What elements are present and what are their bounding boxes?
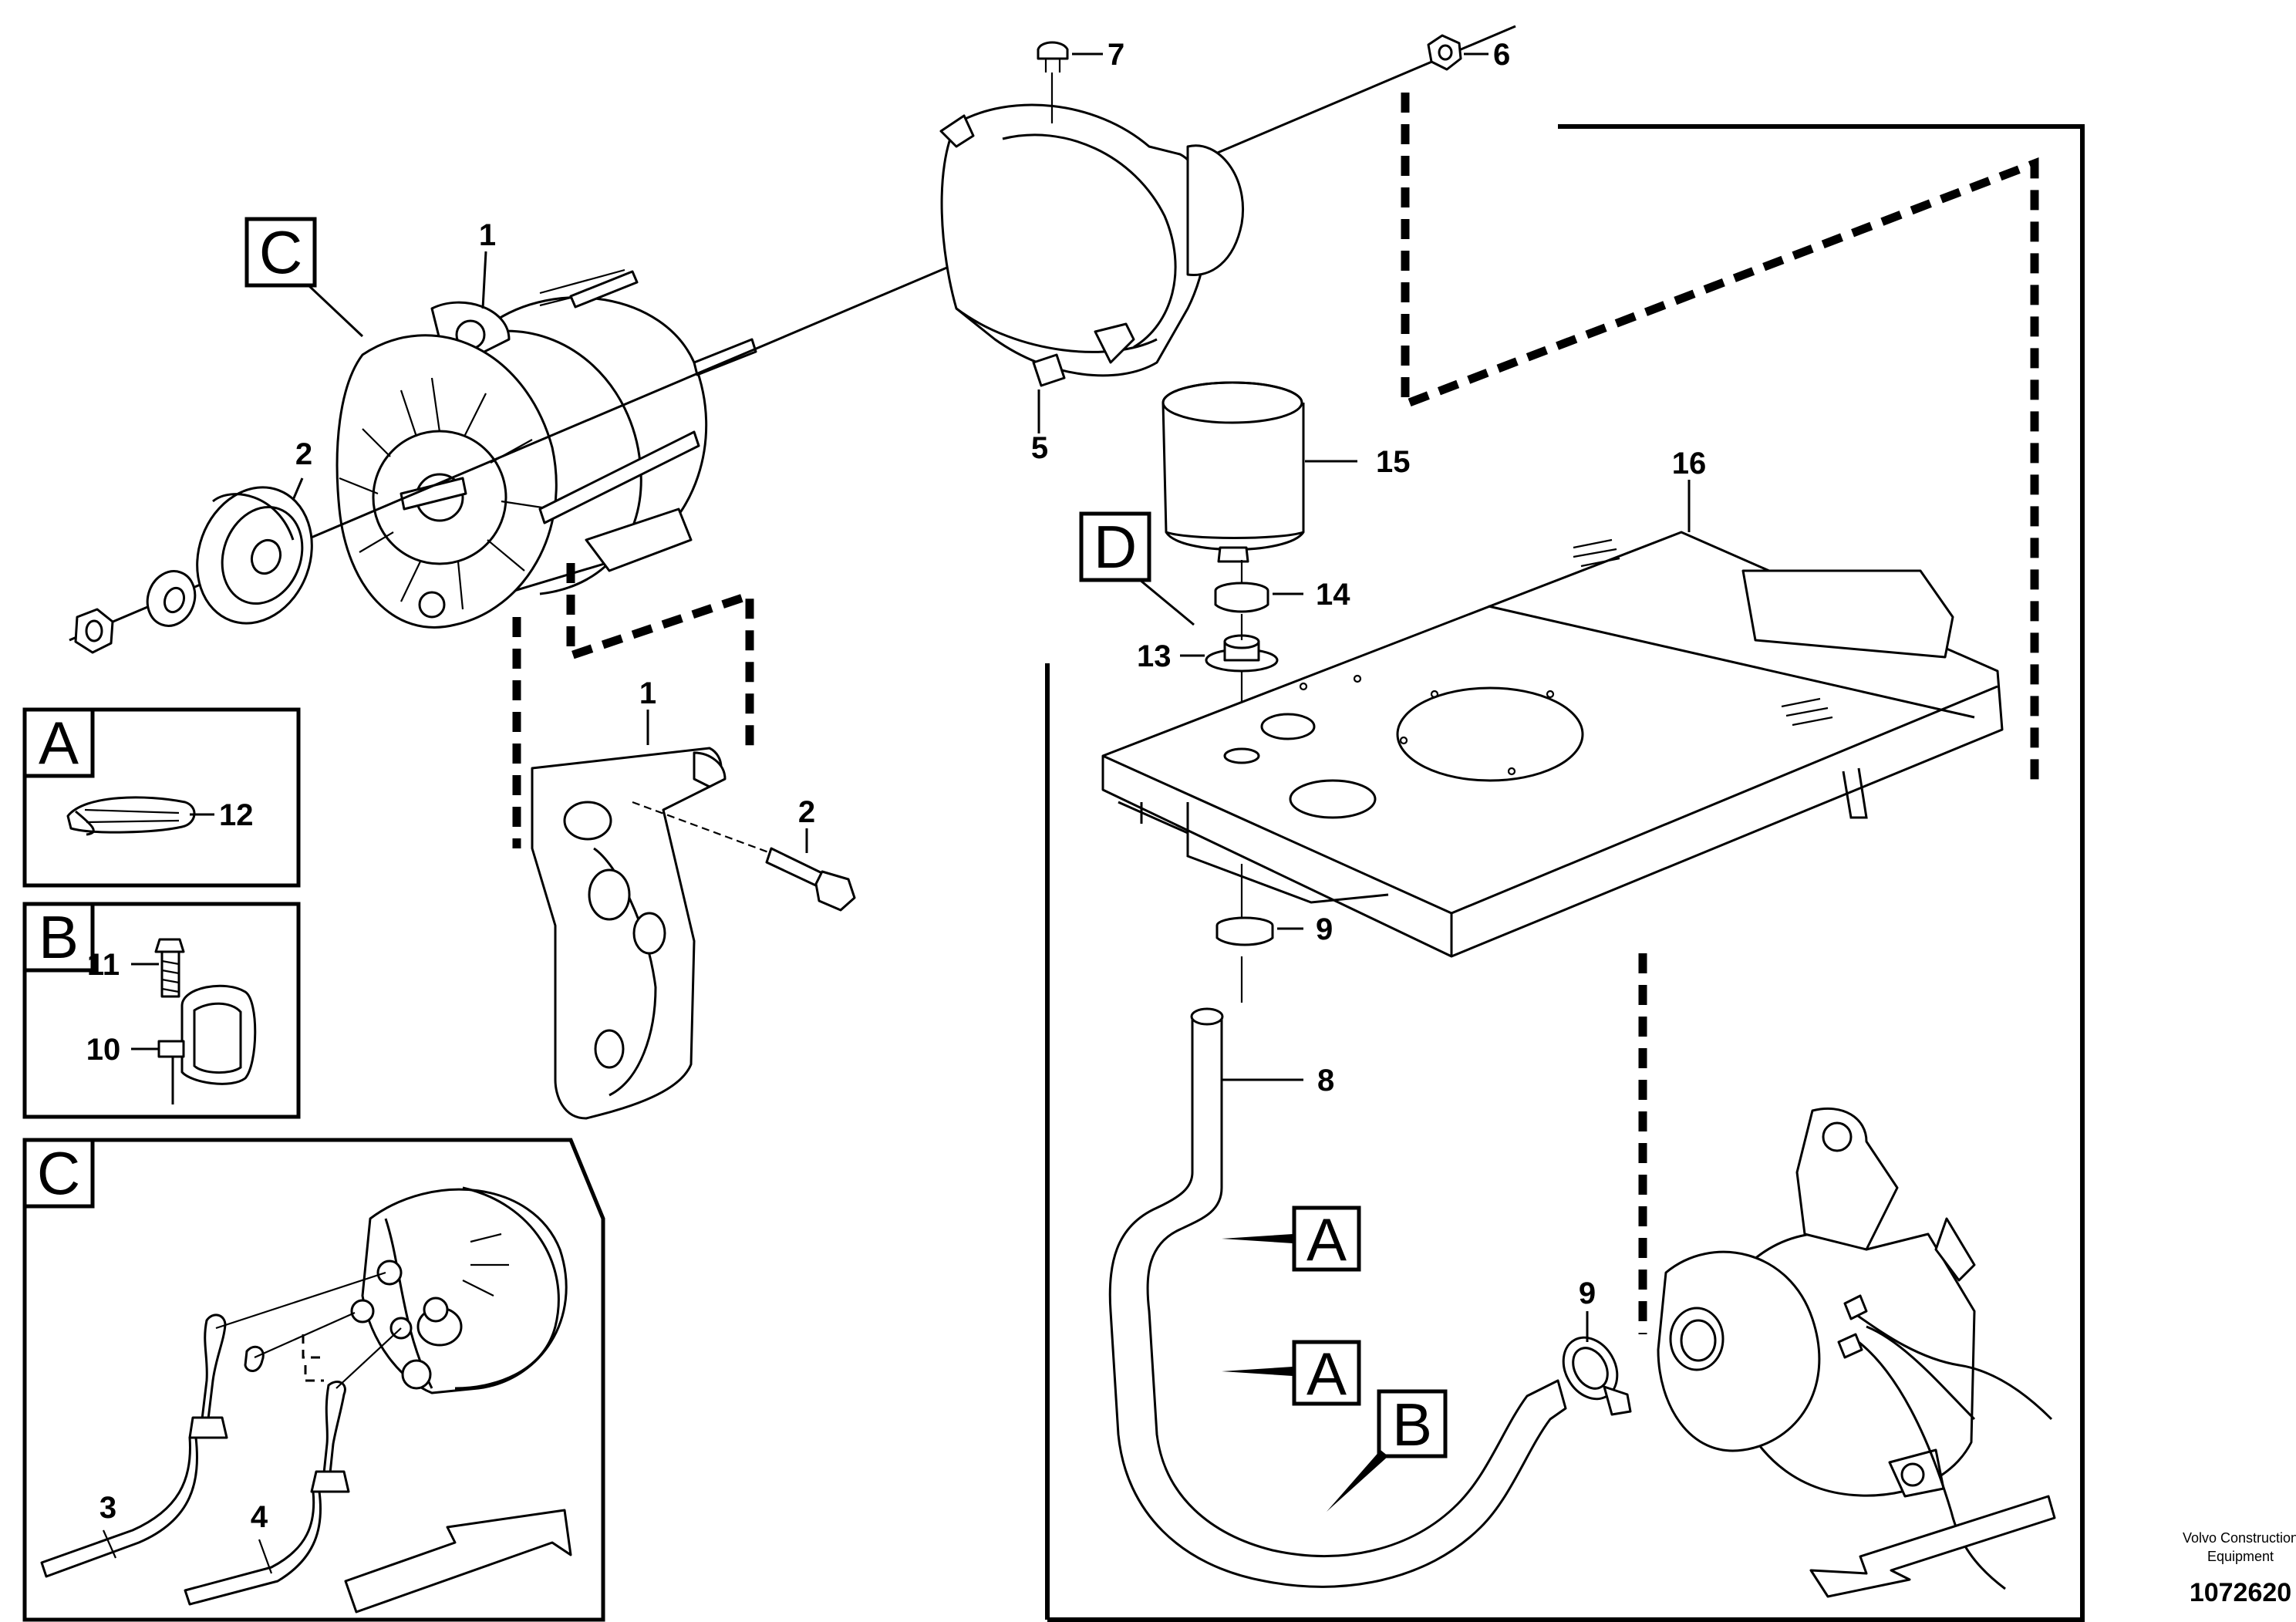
view-c-letter: C: [259, 218, 302, 286]
nut-part-6: [1427, 34, 1462, 71]
hose-clamp-part-9-top: [1215, 916, 1274, 946]
direction-arrow-inset: [344, 1509, 572, 1614]
clip-part-7: [1037, 41, 1069, 123]
clamp-bracket-part: [157, 984, 257, 1085]
inset-b-letter: B: [39, 903, 79, 971]
callout-4: 4: [251, 1500, 268, 1534]
callout-6: 6: [1493, 38, 1510, 72]
callout-1-alternator: 1: [479, 218, 496, 252]
cover-plate-part: [1101, 531, 2004, 958]
hose-clamp-part-14: [1214, 582, 1269, 613]
view-c-label: C: [244, 217, 364, 338]
air-filter-part: [1161, 381, 1305, 563]
brand-line-2: Equipment: [2207, 1549, 2274, 1564]
callout-5: 5: [1031, 431, 1048, 465]
callout-8: 8: [1317, 1064, 1334, 1098]
callout-1-bracket: 1: [639, 676, 656, 710]
alternator-side-view: [1657, 1107, 2053, 1590]
bracket-bolt-part: [632, 801, 856, 912]
callout-11: 11: [87, 948, 120, 982]
wiring-leads: [40, 1271, 402, 1606]
view-b-letter-hose: B: [1392, 1391, 1432, 1458]
view-frame: [1045, 124, 2085, 1622]
callout-13: 13: [1137, 639, 1172, 673]
inset-a-panel: A 12: [22, 707, 301, 888]
hose-part: [1108, 1007, 1567, 1588]
mounting-bracket-part: [531, 747, 727, 1120]
inset-b-panel: B 11 10: [22, 902, 301, 1119]
inset-a-letter: A: [39, 709, 79, 777]
alternator-part: [335, 268, 757, 629]
callout-16: 16: [1672, 447, 1707, 481]
direction-arrow-main: [1809, 1495, 2056, 1598]
brand-line-1: Volvo Construction: [2183, 1530, 2296, 1546]
connector-dash-bracket-box: [566, 563, 754, 753]
bolt-part: [154, 938, 185, 998]
callout-9-bottom: 9: [1579, 1276, 1596, 1310]
cable-tie-part: [66, 796, 196, 836]
view-a-label-hose-2: A: [1222, 1340, 1361, 1408]
callout-2-bolt: 2: [798, 795, 815, 829]
callout-14: 14: [1316, 578, 1350, 612]
callout-3: 3: [99, 1491, 116, 1525]
callout-2-pulley: 2: [295, 437, 312, 471]
alternator-rear-view: [350, 1186, 568, 1394]
view-d-letter: D: [1094, 513, 1137, 581]
washer-part: [146, 570, 197, 627]
hose-clamp-part-9-bottom: [1562, 1336, 1632, 1416]
view-d-label: D: [1079, 511, 1195, 626]
view-a-letter-hose-1: A: [1306, 1206, 1347, 1273]
inset-c-letter: C: [37, 1139, 80, 1207]
fan-pulley-assembly: [69, 25, 1516, 654]
connector-dash-shroud: [1401, 93, 2039, 787]
callout-9-top: 9: [1316, 912, 1333, 946]
callout-12: 12: [219, 798, 254, 832]
view-a-label-hose-1: A: [1222, 1206, 1361, 1273]
vent-grille: [1573, 538, 1833, 727]
callout-15: 15: [1376, 445, 1411, 479]
fan-shroud-part: [939, 103, 1244, 387]
document-number: 1072620: [2190, 1578, 2291, 1607]
view-a-letter-hose-2: A: [1306, 1340, 1347, 1408]
nut-part: [74, 608, 114, 654]
callout-10: 10: [86, 1033, 121, 1067]
pulley-part: [196, 486, 313, 625]
view-b-label-hose: B: [1327, 1389, 1448, 1512]
inset-c-panel: C 3 4: [22, 1138, 605, 1622]
callout-7: 7: [1108, 38, 1124, 72]
adapter-part-13: [1205, 634, 1279, 673]
